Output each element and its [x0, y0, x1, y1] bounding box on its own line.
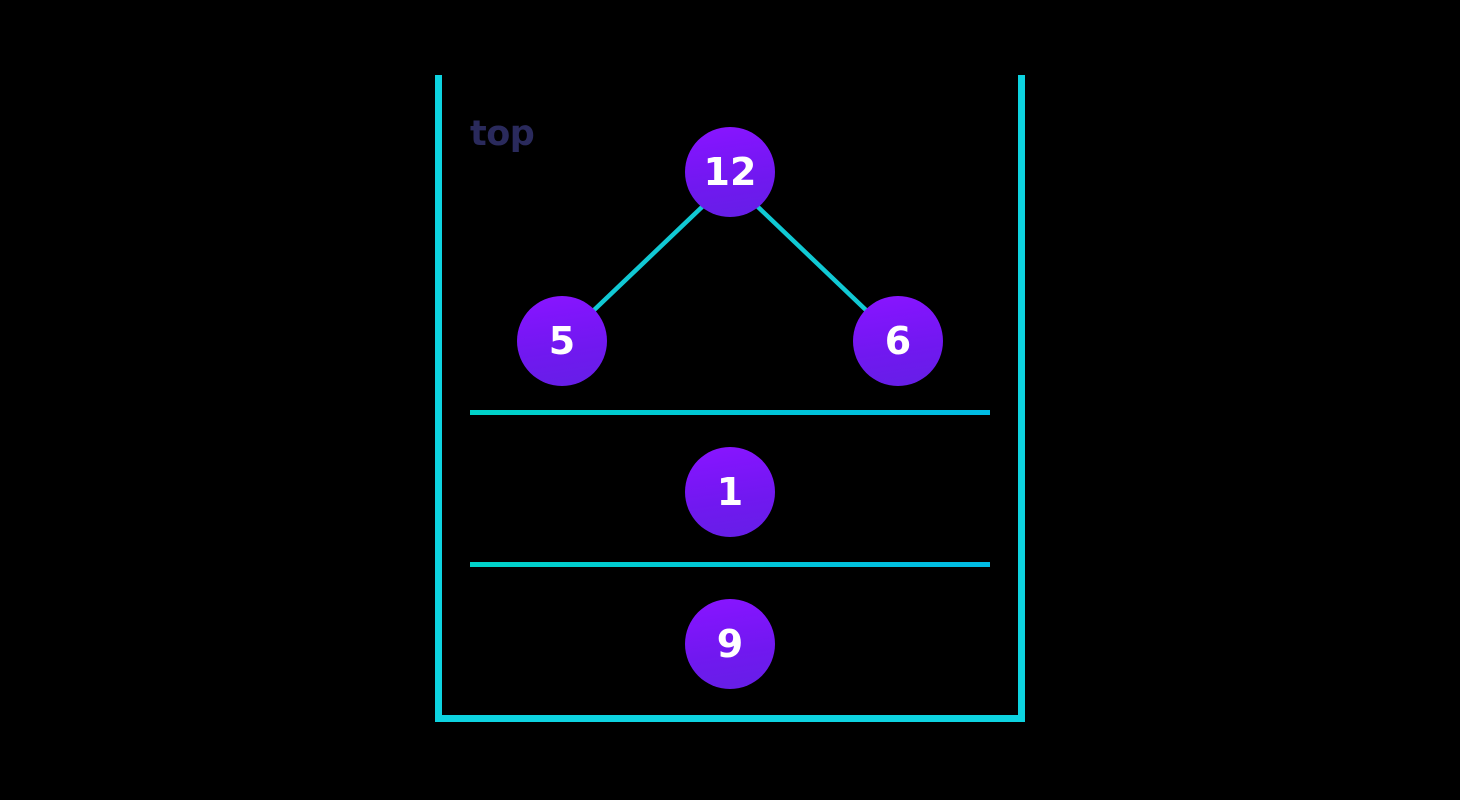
tree-node-right-child[interactable]: 6	[853, 296, 943, 386]
tree-node-left-child-value: 5	[548, 319, 576, 363]
tree-node-right-child-value: 6	[884, 319, 912, 363]
stack-item-node-1-value: 1	[716, 470, 744, 514]
stack-container	[435, 75, 1025, 722]
tree-node-root[interactable]: 12	[685, 127, 775, 217]
tree-node-root-value: 12	[703, 150, 757, 194]
stack-item-node-1[interactable]: 1	[685, 447, 775, 537]
stack-top-label: top	[470, 114, 535, 154]
tree-node-left-child[interactable]: 5	[517, 296, 607, 386]
stack-item-node-2-value: 9	[716, 622, 744, 666]
stack-item-node-2[interactable]: 9	[685, 599, 775, 689]
stack-frame-divider-2	[470, 562, 990, 567]
stack-frame-divider-1	[470, 410, 990, 415]
